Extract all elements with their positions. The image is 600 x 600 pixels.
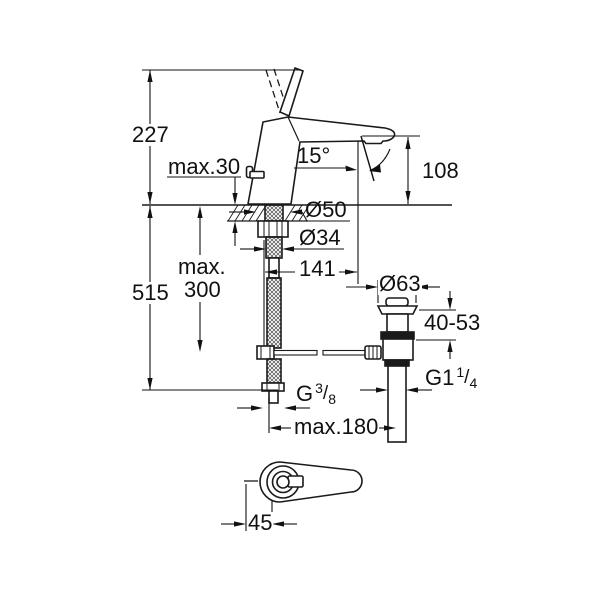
waste-seal-band — [384, 359, 410, 367]
dim-label-spout-projection: 141 — [298, 256, 337, 281]
dim-label-hose-length-value: 300 — [184, 277, 221, 302]
dim-label-spray-angle: 15° — [297, 143, 331, 168]
pop-up-rod-knob — [245, 165, 265, 179]
waste-tailpiece — [387, 365, 407, 443]
waste-rod-knob-ridges — [368, 346, 378, 359]
water-stream-line — [360, 135, 375, 182]
shank-lower — [265, 236, 283, 259]
pop-up-waste-assembly — [364, 297, 419, 443]
dim-label-waste-flange-diameter: Ø63 — [378, 271, 422, 296]
dim-label-max-counter-thickness: max.30 — [168, 154, 241, 179]
dim-label-hose-length-prefix: max. — [178, 254, 226, 279]
dim-label-shank-diameter: Ø34 — [299, 225, 341, 250]
lever-cap-center — [276, 475, 290, 489]
waste-flange-cap — [376, 305, 419, 315]
dim-label-overall-length: 515 — [131, 280, 170, 305]
dim-label-lever-pin-offset: 45 — [247, 510, 274, 535]
supply-thread-denominator: 8 — [328, 391, 336, 407]
mounting-nut — [257, 220, 289, 238]
lever-hub-stub — [287, 475, 304, 488]
dim-label-waste-clamping-range: 40-53 — [424, 310, 481, 335]
mounting-nut-facets — [263, 221, 283, 237]
flex-hose-lower — [266, 358, 282, 384]
waste-thread-numerator: 1 — [456, 364, 465, 380]
handle-side-view — [279, 66, 304, 118]
flex-hose-upper — [266, 277, 282, 349]
supply-thread-end — [268, 390, 279, 404]
supply-thread-main: G — [296, 381, 314, 406]
hose-crimp — [268, 257, 280, 279]
waste-thread-main: G1 — [425, 365, 455, 390]
dimension-arrowheads — [147, 70, 453, 527]
dim-label-height-above-deck: 227 — [131, 122, 170, 147]
rod-clamp-detail — [260, 346, 271, 359]
waste-neck — [386, 313, 409, 333]
waste-plug-knob — [385, 297, 409, 307]
spout-crease-line — [287, 116, 300, 142]
waste-gasket — [380, 331, 415, 340]
rod-clamp — [256, 345, 275, 360]
dimension-lines — [142, 69, 456, 531]
dim-50-leader — [301, 211, 350, 222]
supply-thread-slash: / — [322, 383, 329, 404]
horizontal-linkage-rod — [273, 349, 369, 356]
faucet-side-view — [142, 66, 452, 503]
dim-label-outlet-height: 108 — [422, 158, 459, 183]
waste-thread-denominator: 4 — [469, 375, 478, 391]
threaded-shank — [264, 204, 284, 222]
dim-label-max-rod-distance: max.180 — [293, 414, 380, 439]
waste-body — [382, 338, 414, 361]
lever-top-view — [244, 461, 363, 503]
waste-thread-slash: / — [464, 367, 470, 388]
stream-curved-arrow — [370, 148, 391, 171]
supply-thread-numerator: 3 — [315, 380, 323, 396]
dim-label-base-diameter: Ø50 — [305, 197, 347, 222]
